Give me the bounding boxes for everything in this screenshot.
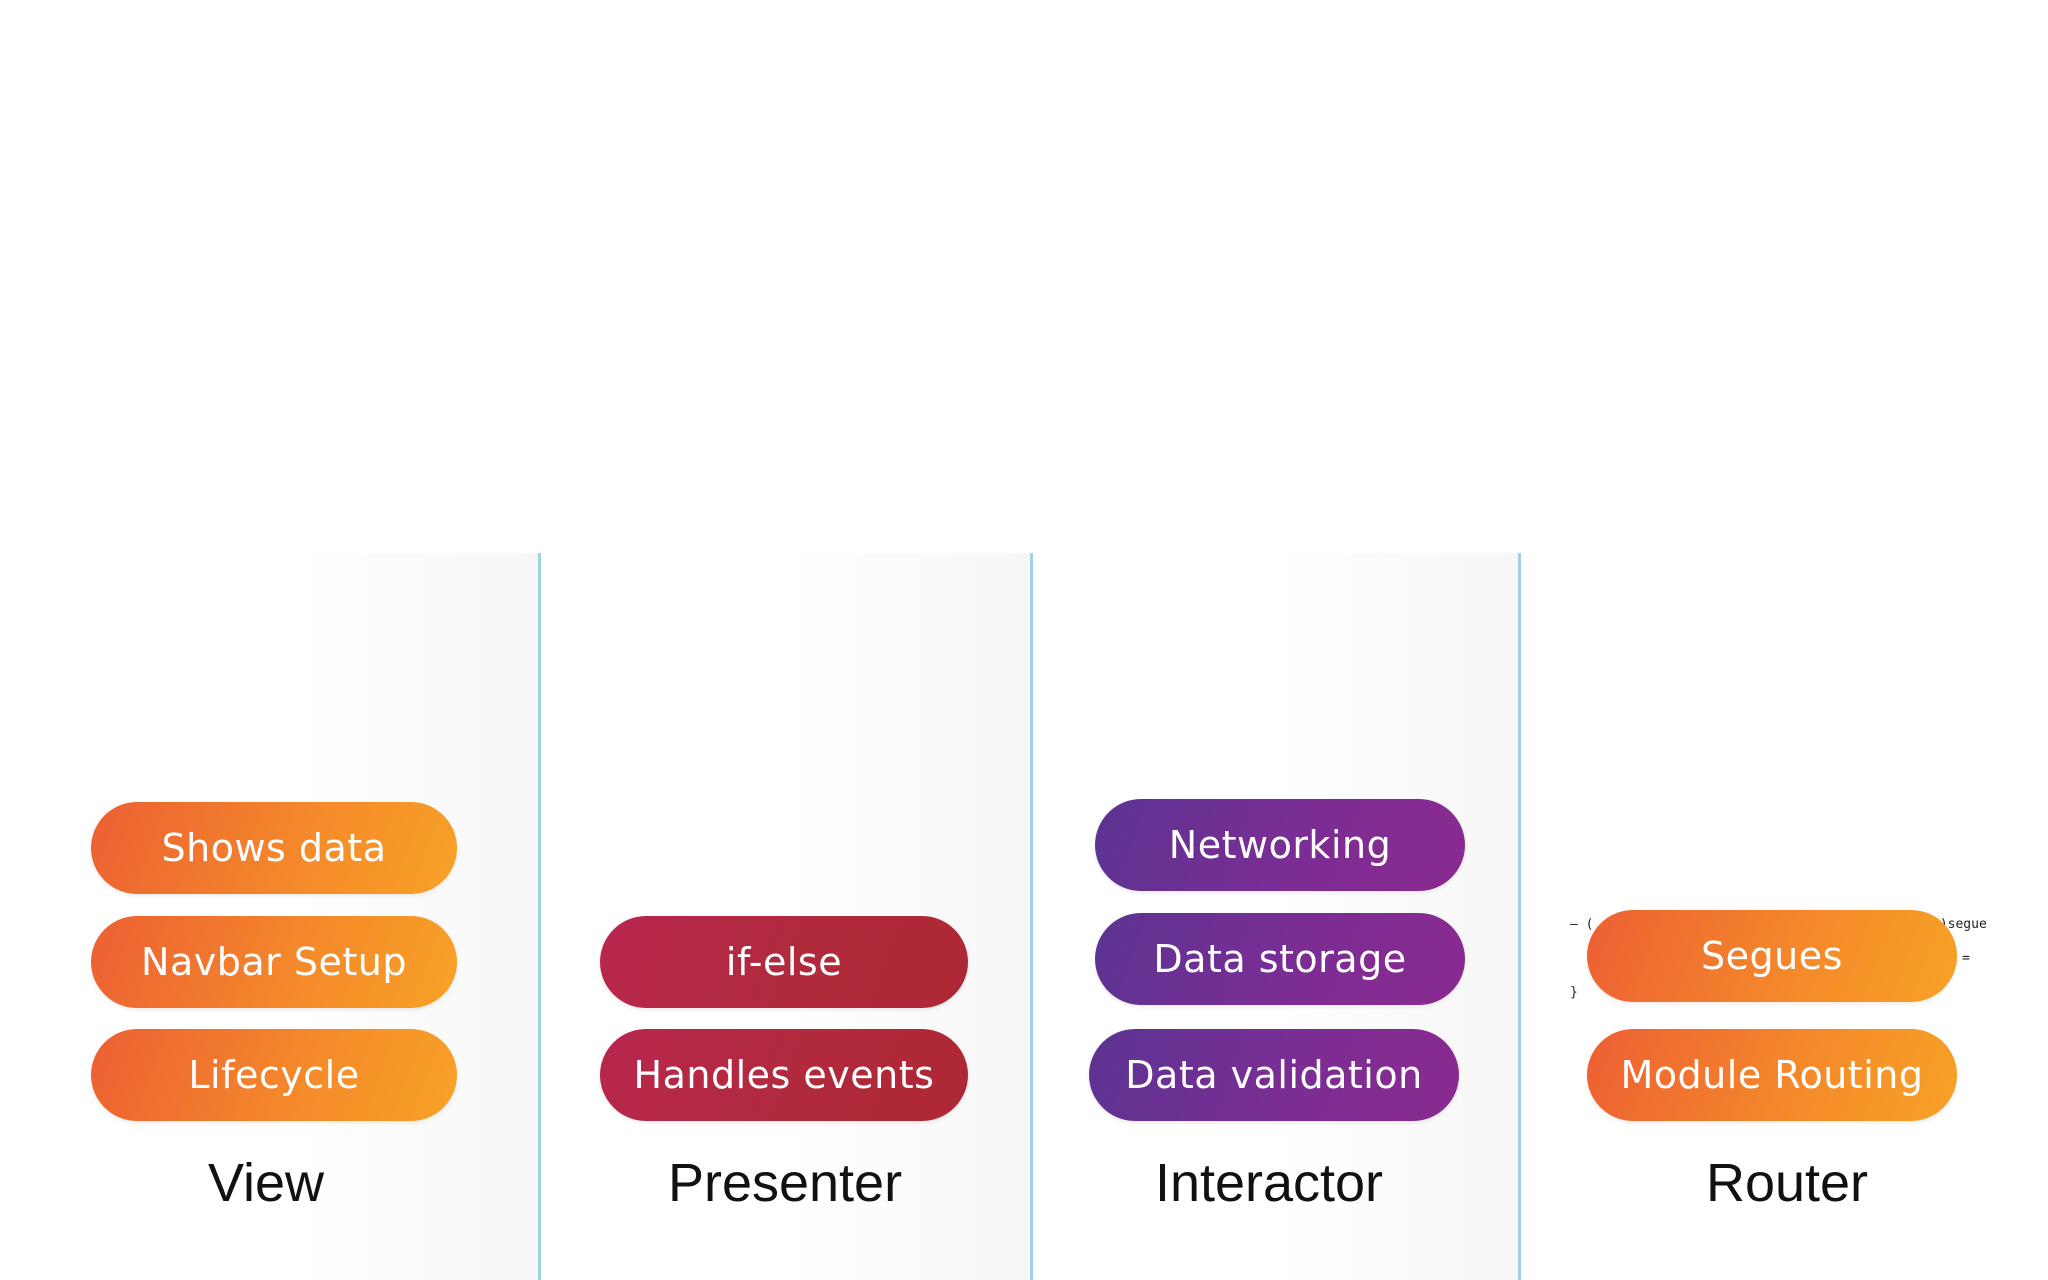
code-fragment-line2-end: = xyxy=(1962,951,1970,966)
interactor-data-storage-pill: Data storage xyxy=(1095,913,1465,1005)
column-divider-3 xyxy=(1518,553,1521,1280)
view-shows-data-pill: Shows data xyxy=(91,802,457,894)
presenter-handles-events-pill: Handles events xyxy=(600,1029,968,1121)
code-fragment-line3: } xyxy=(1570,985,1578,1000)
presenter-column-title: Presenter xyxy=(667,1153,903,1213)
code-fragment-line1-start: – ( xyxy=(1570,917,1594,932)
column-divider-2 xyxy=(1030,553,1033,1280)
view-column-title: View xyxy=(207,1153,325,1213)
view-navbar-setup-pill: Navbar Setup xyxy=(91,916,457,1008)
column-divider-1 xyxy=(538,553,541,1280)
interactor-column-title: Interactor xyxy=(1154,1153,1384,1213)
view-lifecycle-pill: Lifecycle xyxy=(91,1029,457,1121)
interactor-networking-pill: Networking xyxy=(1095,799,1465,891)
router-module-routing-pill: Module Routing xyxy=(1587,1029,1957,1121)
presenter-if-else-pill: if-else xyxy=(600,916,968,1008)
router-segues-pill: Segues xyxy=(1587,910,1957,1002)
interactor-data-validation-pill: Data validation xyxy=(1089,1029,1459,1121)
router-column-title: Router xyxy=(1705,1153,1869,1213)
